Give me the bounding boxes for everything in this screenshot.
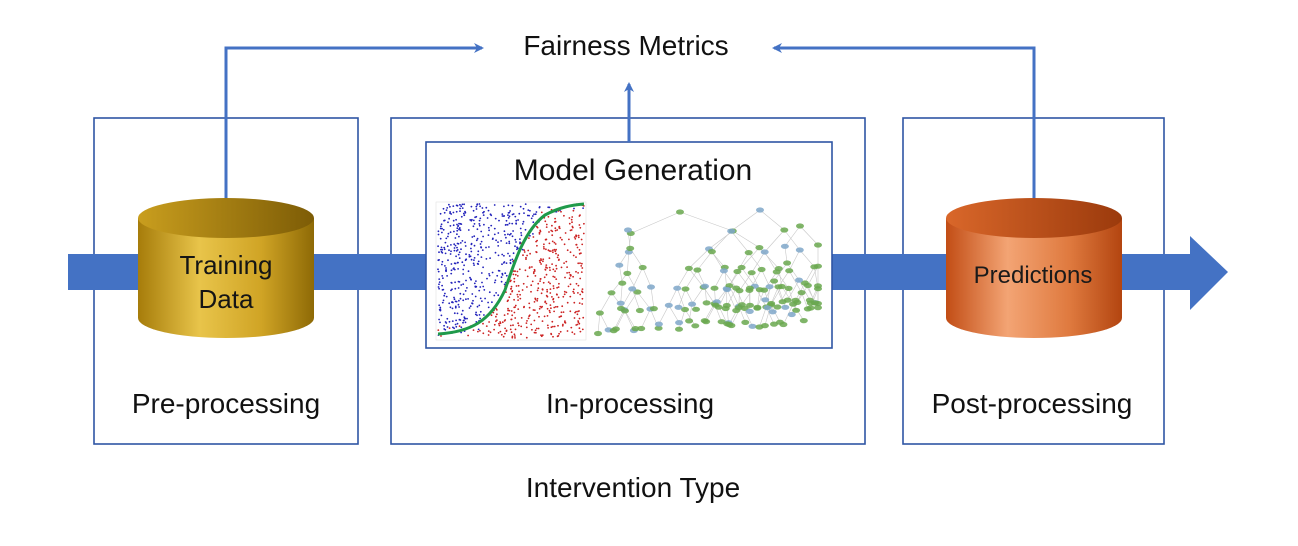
pre-processing-label: Pre-processing (131, 388, 321, 419)
scatter-plot-thumbnail (435, 201, 587, 341)
fairness-metrics-label: Fairness Metrics (523, 30, 729, 61)
arrow-training-to-fairness (224, 43, 484, 198)
decision-tree-thumbnail (594, 202, 822, 340)
post-processing-label: Post-processing (931, 388, 1133, 419)
intervention-type-label: Intervention Type (525, 472, 741, 503)
sigmoid-curve (437, 202, 585, 336)
predictions-cylinder-icon (946, 198, 1122, 338)
pipeline-arrow-head (1190, 236, 1228, 310)
training-data-cylinder-icon (138, 198, 314, 338)
arrow-predictions-to-fairness (772, 43, 1036, 198)
training-data-label: Training Data (179, 250, 273, 314)
model-generation-label: Model Generation (513, 154, 753, 187)
in-processing-label: In-processing (545, 388, 715, 419)
predictions-label: Predictions (973, 262, 1093, 289)
